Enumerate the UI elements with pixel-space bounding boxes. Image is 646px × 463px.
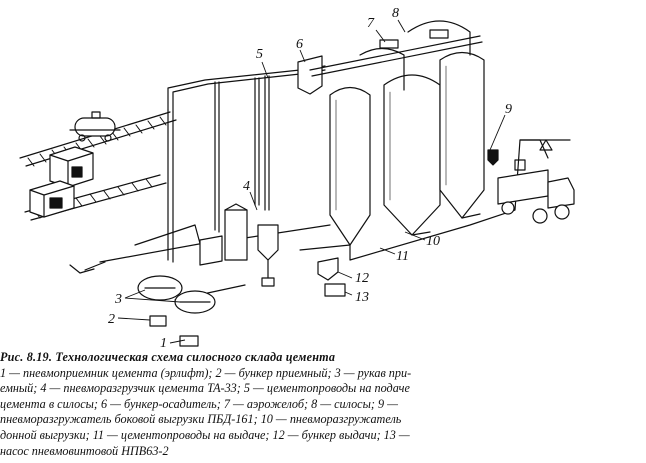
- legend-line: пневморазгружатель боковой выгрузки ПБД-…: [0, 412, 402, 427]
- legend-line: цемента в силосы; 6 — бункер-осадитель; …: [0, 396, 398, 411]
- covered-railcar-2: [29, 180, 75, 218]
- caption-title: Рис. 8.19. Технологическая схема силосно…: [0, 350, 336, 364]
- silo-1: [329, 86, 371, 246]
- silo-4: [359, 20, 471, 91]
- aero-chute: [309, 29, 483, 77]
- silo-3: [439, 51, 485, 219]
- lamp-icon: [539, 139, 553, 151]
- callout-12: 12: [355, 271, 369, 286]
- callout-8: 8: [392, 6, 399, 21]
- callout-1: 1: [160, 336, 167, 350]
- callout-7: 7: [367, 16, 375, 31]
- receiving-hopper-group: [137, 275, 216, 347]
- pneumatic-screw-pump: [324, 283, 346, 297]
- truck-loading-arrow: [519, 139, 549, 159]
- callout-10: 10: [426, 234, 440, 249]
- pneumatic-unloader-TA33: [199, 203, 279, 287]
- legend-line: донной выгрузки; 11 — цементопроводы на …: [0, 427, 410, 442]
- cement-tank-railcar: [69, 111, 121, 142]
- covered-railcar-1: [49, 146, 94, 188]
- legend-line: 1 — пневмоприемник цемента (эрлифт); 2 —…: [0, 365, 412, 380]
- discharge-bunker: [317, 257, 339, 281]
- side-unloader: [487, 149, 499, 166]
- legend-line: насос пневмовинтовой НПВ63-2: [0, 443, 169, 458]
- caption-legend: 1 — пневмоприемник цемента (эрлифт); 2 —…: [0, 366, 646, 460]
- callout-2: 2: [108, 312, 115, 327]
- settling-bunker: [297, 55, 323, 95]
- callout-4: 4: [243, 179, 250, 194]
- callout-13: 13: [355, 290, 369, 305]
- callout-3: 3: [114, 292, 122, 307]
- legend-line: емный; 4 — пневморазгрузчик цемента ТА-3…: [0, 381, 410, 396]
- callout-6: 6: [296, 37, 303, 52]
- cement-silo-warehouse-diagram: 1 2 3 4 5 6 7 8 9 10 11 12 13: [19, 6, 575, 350]
- callout-9: 9: [505, 102, 512, 117]
- callout-5: 5: [256, 47, 263, 62]
- figure-caption: Рис. 8.19. Технологическая схема силосно…: [0, 350, 646, 463]
- callout-11: 11: [396, 249, 409, 264]
- cement-tanker-truck: [497, 159, 575, 224]
- silo-2: [383, 74, 441, 236]
